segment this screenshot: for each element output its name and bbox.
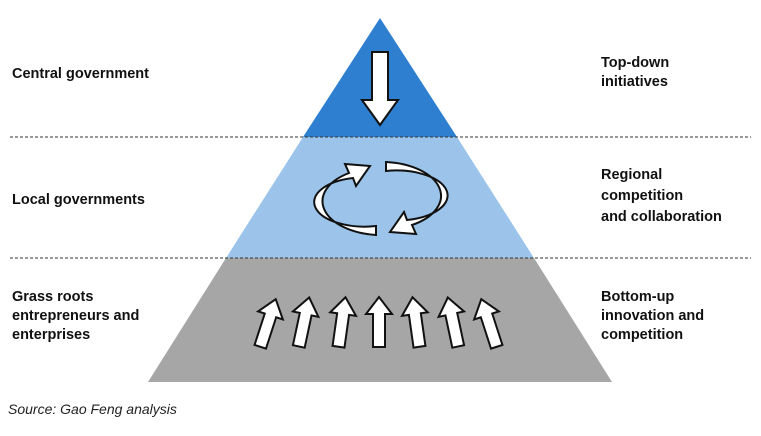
right-label-line: Bottom-up [601, 289, 675, 305]
up-arrow-icon-4 [363, 295, 395, 348]
up-arrow-icon-3 [328, 295, 358, 349]
tier-middle [226, 137, 534, 258]
right-label-line: competition [601, 327, 684, 343]
right-label-line: competition [601, 188, 684, 204]
right-label-line: initiatives [601, 74, 668, 90]
right-label-top-down: Top-down initiatives [601, 54, 669, 92]
right-label-line: and collaboration [601, 209, 722, 225]
left-label-line: Central government [12, 66, 149, 82]
cycle-arrows-icon [313, 160, 449, 237]
right-label-line: innovation and [601, 308, 705, 324]
up-arrow-icon-7 [472, 297, 504, 350]
right-label-line: Top-down [601, 55, 670, 71]
right-label-line: Regional [601, 167, 663, 183]
up-arrows-group [253, 295, 504, 350]
left-label-line: enterprises [12, 327, 91, 343]
right-label-regional: Regional competition and collaboration [601, 165, 722, 228]
right-label-bottom-up: Bottom-up innovation and competition [601, 288, 704, 345]
up-arrow-icon-2 [290, 295, 321, 349]
down-arrow-icon [360, 51, 400, 127]
up-arrow-icon-6 [436, 295, 467, 349]
source-caption: Source: Gao Feng analysis [8, 401, 177, 417]
left-label-central: Central government [12, 65, 149, 84]
left-label-grassroots: Grass roots entrepreneurs and enterprise… [12, 288, 139, 345]
left-label-line: entrepreneurs and [12, 308, 140, 324]
left-label-line: Grass roots [12, 289, 94, 305]
up-arrow-icon-5 [400, 295, 430, 349]
up-arrow-icon-1 [253, 297, 285, 350]
left-label-local: Local governments [12, 191, 145, 210]
left-label-line: Local governments [12, 192, 145, 208]
